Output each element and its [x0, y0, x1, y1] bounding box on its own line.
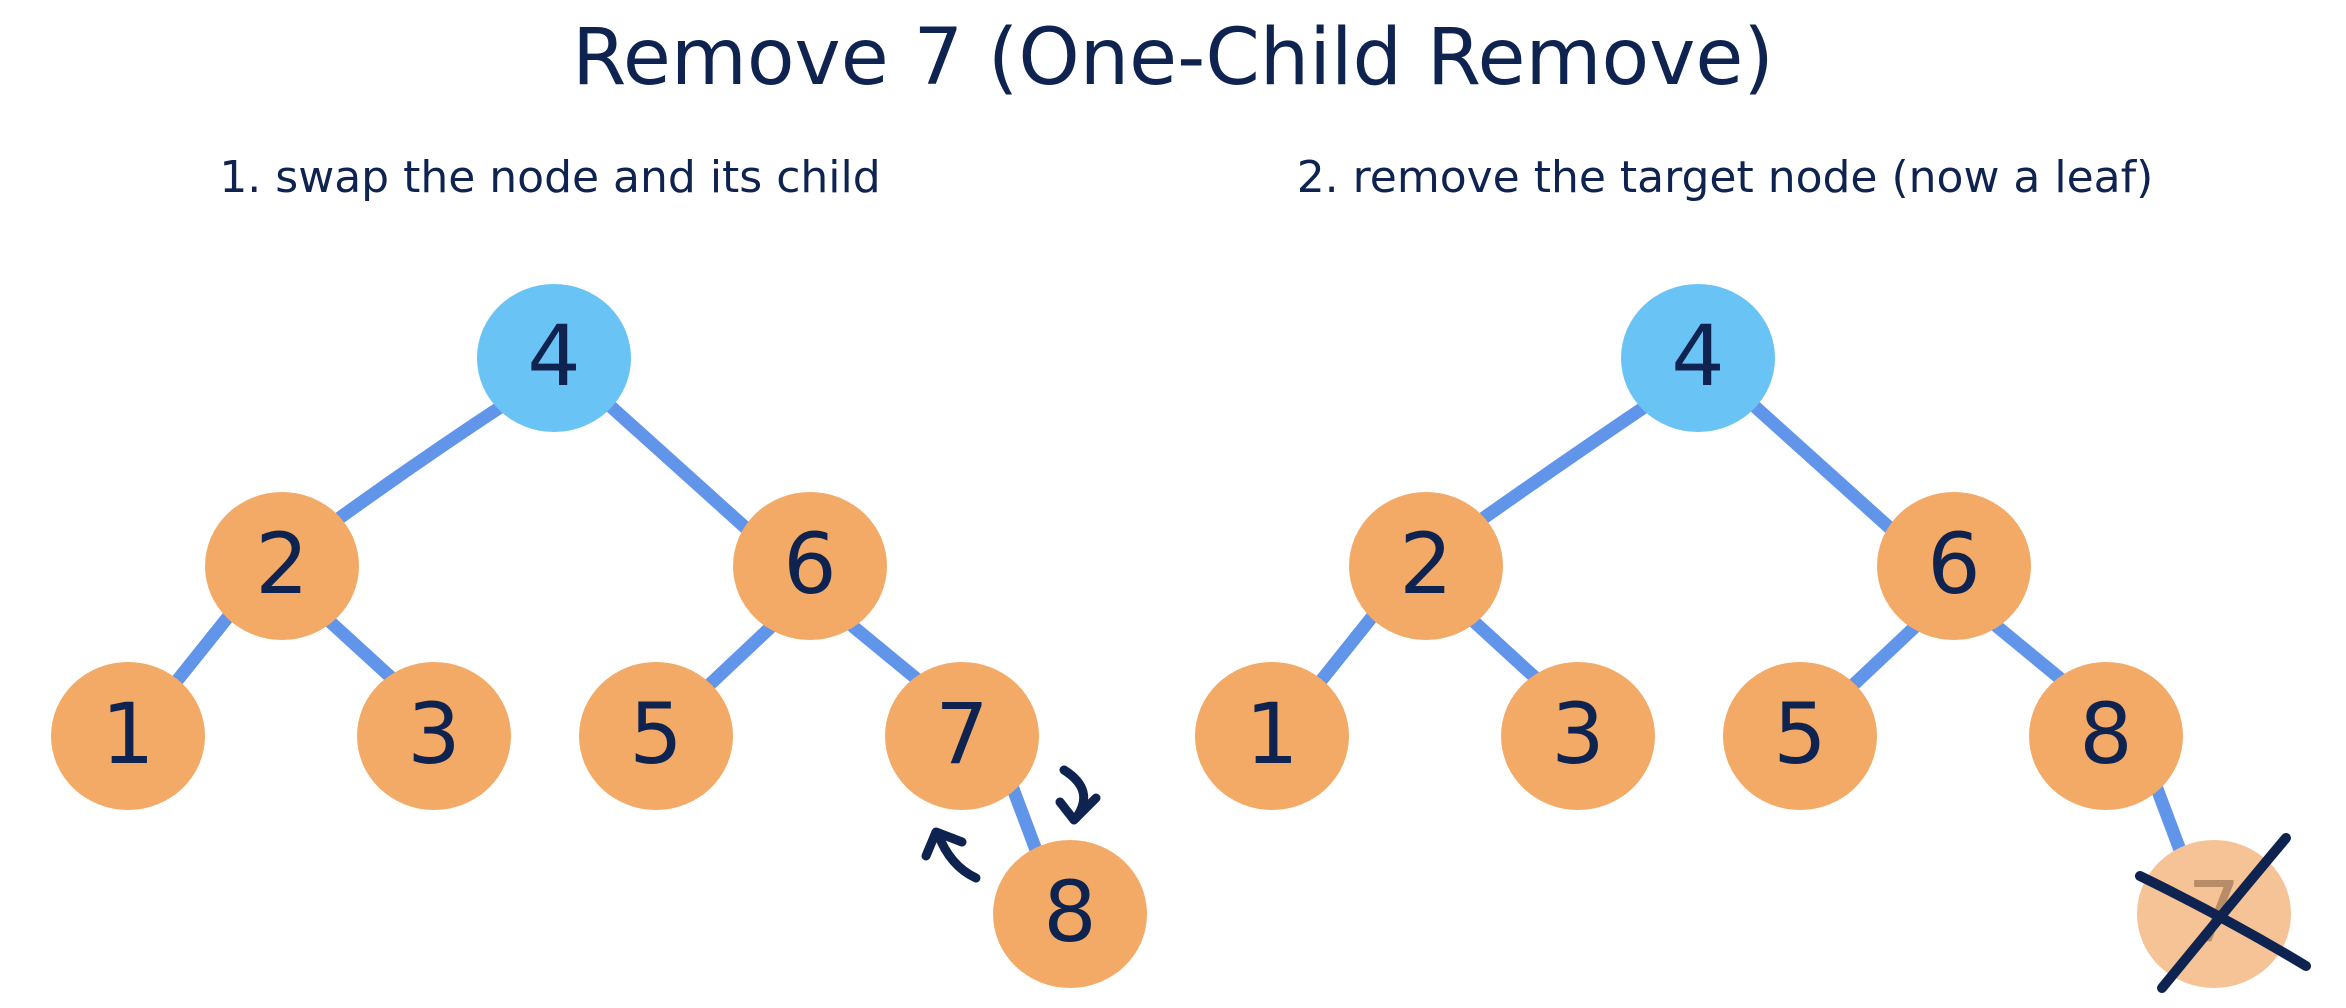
node-label: 1	[101, 685, 154, 783]
edge-2-1	[169, 605, 239, 689]
tree-node	[733, 492, 887, 640]
cross-mark-icon	[2135, 833, 2311, 993]
tree-node	[1723, 662, 1877, 810]
edge-6-5	[699, 617, 781, 695]
node-label: 4	[1671, 307, 1724, 405]
node-label: 8	[2079, 685, 2132, 783]
edge-4-6	[601, 397, 755, 537]
tree-node	[357, 662, 511, 810]
edge-6-7	[843, 617, 925, 687]
node-label: 2	[255, 515, 308, 613]
edge-2-3	[319, 611, 403, 689]
tree-node	[1195, 662, 1349, 810]
edge-2-3	[1463, 611, 1547, 689]
node-label: 3	[407, 685, 460, 783]
edge-6-5	[1843, 617, 1925, 695]
node-label: 6	[783, 515, 836, 613]
tree-node	[205, 492, 359, 640]
edge-4-6	[1745, 397, 1899, 537]
node-label: 4	[527, 307, 580, 405]
tree-node	[993, 840, 1147, 988]
edge-4-2	[1471, 399, 1653, 529]
tree-node	[2029, 662, 2183, 810]
panel-1-tree: 4 2 6 1 3 5 7 8	[51, 284, 1147, 988]
panel-2-tree: 4 2 6 1 3 5 8 7	[1195, 284, 2311, 993]
tree-node	[1501, 662, 1655, 810]
edge-6-8	[1987, 617, 2069, 687]
step-2-caption: 2. remove the target node (now a leaf)	[1296, 152, 2154, 203]
node-label: 8	[1043, 863, 1096, 961]
tree-node	[51, 662, 205, 810]
tree-node	[1349, 492, 1503, 640]
node-label: 3	[1551, 685, 1604, 783]
swap-arrow-down-icon	[1055, 765, 1101, 825]
edge-4-2	[327, 399, 509, 529]
node-label: 7	[935, 685, 988, 783]
step-1-caption: 1. swap the node and its child	[219, 152, 881, 203]
tree-node	[1877, 492, 2031, 640]
edge-2-1	[1313, 605, 1383, 689]
tree-node	[579, 662, 733, 810]
edge-7-8	[1005, 779, 1043, 857]
node-label: 6	[1927, 515, 1980, 613]
tree-node	[1621, 284, 1775, 432]
tree-node	[477, 284, 631, 432]
edge-8-7	[2149, 779, 2187, 857]
tree-node	[885, 662, 1039, 810]
swap-arrow-up-icon	[921, 827, 981, 883]
node-label: 5	[1773, 685, 1826, 783]
node-label: 1	[1245, 685, 1298, 783]
node-label: 5	[629, 685, 682, 783]
diagram-title: Remove 7 (One-Child Remove)	[572, 13, 1774, 103]
node-label: 2	[1399, 515, 1452, 613]
